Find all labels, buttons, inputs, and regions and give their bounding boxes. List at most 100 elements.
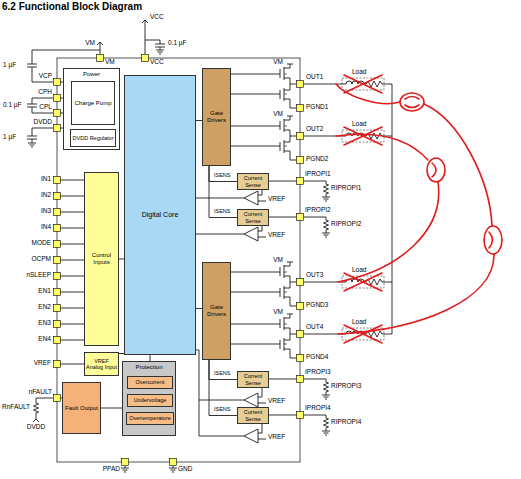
block-box: Current Sense bbox=[237, 371, 269, 388]
pin-square bbox=[54, 193, 61, 200]
block-label: Overtemperature bbox=[128, 415, 172, 421]
signal-label: PGND3 bbox=[306, 302, 328, 309]
signal-label: RIPROPI4 bbox=[331, 419, 361, 426]
pin-square bbox=[54, 337, 61, 344]
pin-square bbox=[54, 321, 61, 328]
block-box: Control Inputs bbox=[84, 172, 119, 346]
pin-square bbox=[97, 55, 104, 62]
pin-wire bbox=[57, 364, 85, 365]
block-box: Current Sense bbox=[237, 407, 269, 424]
pin-wire bbox=[57, 308, 85, 309]
pin-square bbox=[297, 157, 304, 164]
pin-square bbox=[297, 133, 304, 140]
signal-label: IPROPI2 bbox=[305, 207, 331, 214]
pin-wire bbox=[57, 228, 85, 229]
signal-label: VCC bbox=[150, 59, 164, 66]
block-label: Current Sense bbox=[238, 373, 268, 385]
pin-square bbox=[54, 257, 61, 264]
signal-label: VM bbox=[105, 59, 115, 66]
block-label: Current Sense bbox=[238, 409, 268, 421]
block-label: DVDD Regulator bbox=[72, 135, 115, 141]
signal-label: VREF bbox=[268, 398, 285, 405]
pin-square bbox=[54, 305, 61, 312]
signal-label: GND bbox=[178, 466, 192, 473]
signal-label: IPROPI4 bbox=[305, 405, 331, 412]
signal-label: CPH bbox=[38, 89, 52, 96]
signal-label: OUT2 bbox=[306, 126, 323, 133]
pin-square bbox=[297, 105, 304, 112]
signal-label: VREF bbox=[268, 232, 285, 239]
signal-label: 0.1 µF bbox=[3, 102, 22, 109]
block-label: Digital Core bbox=[141, 211, 180, 219]
pin-wire bbox=[57, 340, 85, 341]
block-box: Current Sense bbox=[237, 209, 269, 226]
signal-label: Load bbox=[352, 319, 366, 326]
block-label: Undervoltage bbox=[133, 397, 168, 403]
pin-square bbox=[54, 273, 61, 280]
signal-label: nFAULT bbox=[29, 389, 52, 396]
block-box: Overcurrent bbox=[127, 376, 173, 389]
diagram-title: 6.2 Functional Block Diagram bbox=[2, 1, 142, 12]
block-label: Overcurrent bbox=[134, 379, 165, 385]
signal-label: RIPROPI2 bbox=[331, 221, 361, 228]
pin-wire bbox=[57, 196, 85, 197]
pin-square bbox=[297, 178, 304, 185]
signal-label: IN2 bbox=[41, 192, 51, 199]
block-box: Charge Pump bbox=[71, 81, 115, 125]
signal-label: PPAD bbox=[103, 466, 120, 473]
signal-label: ISENS bbox=[214, 407, 231, 413]
pin-wire bbox=[57, 292, 85, 293]
signal-label: OUT1 bbox=[306, 74, 323, 81]
pin-square bbox=[297, 376, 304, 383]
pin-square bbox=[54, 125, 61, 132]
signal-label: IPROPI3 bbox=[305, 369, 331, 376]
signal-label: 1 µF bbox=[3, 62, 16, 69]
signal-label: RnFAULT bbox=[2, 404, 30, 411]
pin-square bbox=[54, 225, 61, 232]
signal-label: VM bbox=[273, 59, 283, 66]
signal-label: EN1 bbox=[38, 288, 51, 295]
block-box: Fault Output bbox=[62, 382, 101, 434]
signal-label: EN3 bbox=[38, 320, 51, 327]
block-label: Fault Output bbox=[64, 405, 99, 412]
block-label: Control Inputs bbox=[85, 252, 118, 265]
pin-square bbox=[122, 459, 129, 466]
signal-label: PGND4 bbox=[306, 354, 328, 361]
block-box: VREF Analog Input bbox=[84, 352, 119, 376]
pin-square bbox=[297, 355, 304, 362]
signal-label: ISENS bbox=[214, 209, 231, 215]
connector-line bbox=[209, 360, 237, 380]
connector-line bbox=[209, 166, 237, 182]
pin-square bbox=[54, 177, 61, 184]
block-label: Power bbox=[82, 71, 101, 78]
pin-wire bbox=[57, 260, 85, 261]
signal-label: VM bbox=[273, 111, 283, 118]
signal-label: IN4 bbox=[41, 224, 51, 231]
signal-label: VREF bbox=[268, 196, 285, 203]
pin-square bbox=[297, 331, 304, 338]
signal-label: MODE bbox=[32, 240, 52, 247]
pin-square bbox=[142, 55, 149, 62]
block-box: DVDD Regulator bbox=[70, 129, 116, 147]
signal-label: VREF bbox=[34, 360, 51, 367]
signal-label: OUT3 bbox=[306, 272, 323, 279]
signal-label: VM bbox=[273, 257, 283, 264]
block-label: Gate Drivers bbox=[203, 304, 230, 317]
block-label: Charge Pump bbox=[73, 100, 112, 107]
block-box: Gate Drivers bbox=[202, 262, 231, 360]
signal-label: RIPROPI3 bbox=[331, 383, 361, 390]
signal-label: EN4 bbox=[38, 336, 51, 343]
pin-square bbox=[297, 214, 304, 221]
signal-label: RIPROPI1 bbox=[331, 185, 361, 192]
pin-square bbox=[54, 79, 61, 86]
block-box: Overtemperature bbox=[126, 412, 174, 425]
pin-square bbox=[297, 279, 304, 286]
block-box: PowerCharge PumpDVDD Regulator bbox=[63, 68, 120, 150]
signal-label: ISENS bbox=[214, 371, 231, 377]
signal-label: OUT4 bbox=[306, 324, 323, 331]
signal-label: 0.1 µF bbox=[168, 40, 187, 47]
signal-label: IN3 bbox=[41, 208, 51, 215]
pin-square bbox=[54, 110, 61, 117]
pin-wire bbox=[57, 276, 85, 277]
